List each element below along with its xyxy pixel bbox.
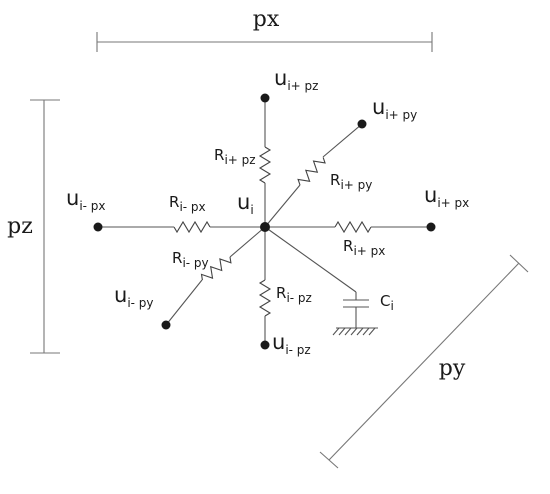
resistor-right-label: Ri+ px — [343, 237, 385, 258]
resistor-upper-right-label: Ri+ py — [330, 171, 372, 192]
node-top-dot — [260, 93, 270, 103]
node-top-label: ui+ pz — [274, 66, 318, 93]
node-center-label: ui — [237, 190, 254, 217]
node-center-dot — [260, 222, 270, 232]
capacitor-branch — [264, 226, 378, 336]
wire-top — [258, 98, 272, 227]
node-lower-left-label: ui- py — [114, 283, 154, 310]
node-right-dot — [426, 222, 436, 232]
wire-upper-right — [264, 123, 363, 228]
ground-icon — [332, 327, 378, 336]
node-upper-right-label: ui+ py — [372, 95, 417, 122]
node-left-label: ui- px — [66, 186, 106, 213]
node-lower-left-dot — [161, 320, 171, 330]
py-dimension-label: py — [439, 356, 466, 381]
pz-dimension-label: pz — [7, 214, 33, 239]
resistor-top-label: Ri+ pz — [214, 146, 256, 167]
node-upper-right-dot — [357, 119, 367, 129]
px-dimension-label: px — [253, 7, 280, 32]
wire-lower-left — [165, 226, 266, 326]
node-left-dot — [93, 222, 103, 232]
node-bottom-dot — [260, 340, 270, 350]
node-bottom-label: ui- pz — [272, 330, 311, 357]
wire-bottom — [258, 227, 272, 345]
pz-dimension: pz — [7, 99, 60, 354]
wire-left — [98, 220, 265, 234]
py-dimension: py — [319, 254, 529, 469]
resistor-left-label: Ri- px — [169, 193, 206, 214]
resistor-lower-left-label: Ri- py — [172, 249, 209, 270]
resistor-bottom-label: Ri- pz — [276, 284, 312, 305]
px-dimension: px — [96, 7, 433, 52]
capacitor-label: Ci — [380, 292, 394, 313]
wire-right — [265, 220, 431, 234]
node-right-label: ui+ px — [424, 183, 469, 210]
